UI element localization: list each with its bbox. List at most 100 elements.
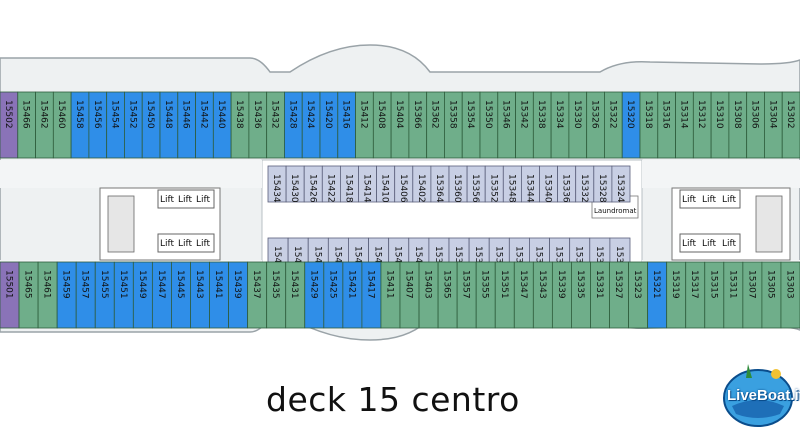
cabin-label-15359: 15359	[453, 246, 463, 275]
cabin-label-15349: 15349	[493, 246, 503, 275]
cabin-label-15327: 15327	[613, 270, 623, 299]
cabin-label-15419: 15419	[332, 246, 342, 275]
cabin-label-15319: 15319	[670, 270, 680, 299]
cabin-label-15402: 15402	[416, 174, 426, 203]
cabin-label-15437: 15437	[251, 270, 261, 299]
cabin-label-15338: 15338	[536, 100, 546, 129]
cabin-15324[interactable]	[611, 165, 631, 203]
cabin-label-15331: 15331	[594, 270, 604, 299]
cabin-label-15325: 15325	[614, 246, 624, 275]
cabin-label-15348: 15348	[506, 174, 516, 203]
cabin-label-15356: 15356	[470, 174, 480, 203]
cabin-label-15305: 15305	[765, 270, 775, 299]
cabin-label-15451: 15451	[118, 270, 128, 299]
cabin-label-15347: 15347	[518, 270, 528, 299]
cabin-label-15354: 15354	[465, 100, 475, 129]
cabin-label-15318: 15318	[643, 100, 653, 129]
cabin-label-15326: 15326	[590, 100, 600, 129]
cabin-label-15460: 15460	[56, 100, 66, 129]
cabin-label-15312: 15312	[696, 100, 706, 129]
cabin-label-15323: 15323	[632, 270, 642, 299]
cabin-label-15418: 15418	[343, 174, 353, 203]
lift-block-right	[671, 187, 791, 261]
lift-label: Lift	[682, 239, 697, 249]
lift-label: Lift	[702, 195, 717, 205]
cabin-label-15320: 15320	[625, 100, 635, 129]
cabin-label-15353: 15353	[473, 246, 483, 275]
cabin-15303[interactable]	[780, 261, 800, 329]
cabin-label-15425: 15425	[327, 270, 337, 299]
cabin-label-15432: 15432	[270, 100, 280, 129]
cabin-label-15308: 15308	[732, 100, 742, 129]
cabin-label-15420: 15420	[323, 100, 333, 129]
cabin-label-15465: 15465	[23, 270, 33, 299]
cabin-label-15409: 15409	[373, 246, 383, 275]
lift-label: Lift	[722, 195, 737, 205]
cabin-label-15456: 15456	[92, 100, 102, 129]
corridor-right	[642, 160, 800, 188]
cabin-label-15502: 15502	[3, 100, 13, 129]
cabin-label-15405: 15405	[393, 246, 403, 275]
cabin-label-15315: 15315	[708, 270, 718, 299]
cabin-label-15358: 15358	[447, 100, 457, 129]
cabin-label-15316: 15316	[661, 100, 671, 129]
cabin-label-15339: 15339	[556, 270, 566, 299]
cabin-label-15455: 15455	[99, 270, 109, 299]
cabin-label-15406: 15406	[398, 174, 408, 203]
cabin-label-15417: 15417	[365, 270, 375, 299]
brand-logo-text: LiveBoat.it	[727, 387, 800, 404]
cabin-label-15440: 15440	[216, 100, 226, 129]
cabin-label-15410: 15410	[380, 174, 390, 203]
cabin-label-15340: 15340	[543, 174, 553, 203]
cabin-label-15447: 15447	[156, 270, 166, 299]
cabin-label-15457: 15457	[80, 270, 90, 299]
cabin-label-15462: 15462	[38, 100, 48, 129]
liveboat-logo-icon	[723, 364, 793, 427]
cabin-label-15351: 15351	[499, 270, 509, 299]
cabin-label-15501: 15501	[4, 270, 14, 299]
cabin-label-15335: 15335	[575, 270, 585, 299]
cabin-label-15441: 15441	[213, 270, 223, 299]
lift-label: Lift	[160, 239, 175, 249]
cabin-label-15446: 15446	[181, 100, 191, 129]
cabin-label-15403: 15403	[423, 270, 433, 299]
cabin-label-15303: 15303	[784, 270, 794, 299]
lift-block-left	[99, 187, 221, 261]
cabin-label-15452: 15452	[127, 100, 137, 129]
cabin-label-15466: 15466	[21, 100, 31, 129]
cabin-label-15330: 15330	[572, 100, 582, 129]
cabin-label-15306: 15306	[750, 100, 760, 129]
cabin-label-15350: 15350	[483, 100, 493, 129]
cabin-label-15365: 15365	[442, 270, 452, 299]
cabin-label-15364: 15364	[434, 174, 444, 203]
cabin-label-15433: 15433	[272, 246, 282, 275]
cabin-label-15362: 15362	[430, 100, 440, 129]
cabin-label-15342: 15342	[518, 100, 528, 129]
lift-label: Lift	[160, 195, 175, 205]
cabin-label-15363: 15363	[433, 246, 443, 275]
cabin-label-15328: 15328	[597, 174, 607, 203]
cabin-label-15434: 15434	[271, 174, 281, 203]
cabin-label-15360: 15360	[452, 174, 462, 203]
cabin-label-15421: 15421	[346, 270, 356, 299]
cabin-label-15414: 15414	[362, 174, 372, 203]
cabin-label-15412: 15412	[358, 100, 368, 129]
cabin-label-15408: 15408	[376, 100, 386, 129]
lift-label: Lift	[702, 239, 717, 249]
cabin-label-15355: 15355	[480, 270, 490, 299]
cabin-label-15443: 15443	[194, 270, 204, 299]
laundromat-label: Laundromat	[594, 207, 637, 215]
lift-label: Lift	[178, 239, 193, 249]
cabin-label-15307: 15307	[746, 270, 756, 299]
cabin-label-15304: 15304	[767, 100, 777, 129]
cabin-label-15416: 15416	[341, 100, 351, 129]
cabin-label-15448: 15448	[163, 100, 173, 129]
cabin-label-15459: 15459	[61, 270, 71, 299]
cabin-label-15401: 15401	[413, 246, 423, 275]
cabin-label-15404: 15404	[394, 100, 404, 129]
cabin-label-15311: 15311	[727, 270, 737, 299]
cabin-label-15357: 15357	[461, 270, 471, 299]
cabin-label-15436: 15436	[252, 100, 262, 129]
cabin-label-15321: 15321	[651, 270, 661, 299]
